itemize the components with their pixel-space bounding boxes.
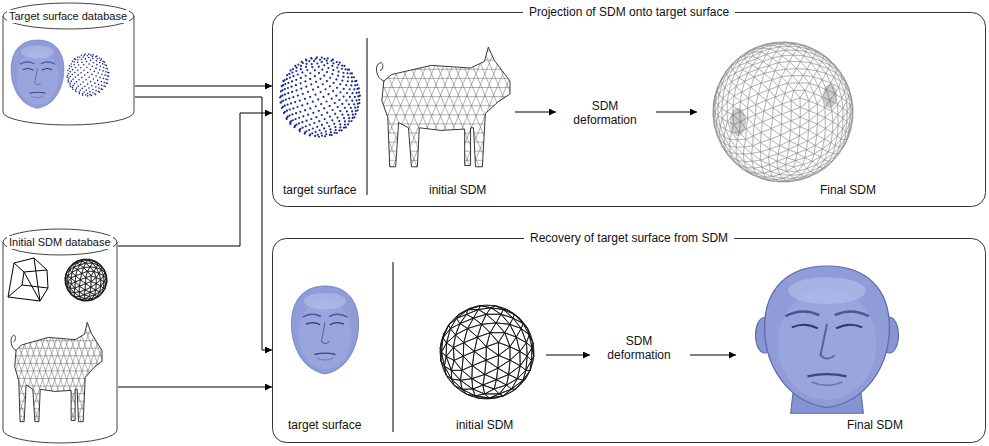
figure-caption: Final SDM <box>819 183 877 197</box>
mouth <box>29 92 46 93</box>
divider-line <box>393 262 394 432</box>
connector-arrow <box>135 86 272 87</box>
sphere-mesh-edges <box>440 306 534 398</box>
database-cylinder: Target surface database <box>2 2 135 126</box>
deformation-arrow <box>515 112 556 113</box>
panel-title: Projection of SDM onto target surface <box>523 5 735 19</box>
process-panel: Projection of SDM onto target surfacetar… <box>272 12 986 207</box>
nose <box>821 324 835 359</box>
final-sphere-mesh <box>713 42 853 182</box>
figure-caption: target surface <box>287 418 362 432</box>
deformation-arrow <box>546 355 590 356</box>
figure-caption: initial SDM <box>455 418 514 432</box>
database-title: Target surface database <box>7 10 129 23</box>
process-step-label: SDM deformation <box>562 99 648 127</box>
eyebrows <box>20 62 55 64</box>
point-cloud-sphere <box>66 53 109 96</box>
connector-arrow <box>118 387 272 388</box>
cylinder-outline <box>3 3 134 125</box>
box-edge <box>14 258 47 272</box>
panel-outline <box>273 239 986 443</box>
forehead-highlight <box>788 277 866 304</box>
deformation-arrow <box>690 355 736 356</box>
figure-caption: target surface <box>282 183 357 197</box>
database-cylinder: Initial SDM database <box>2 228 118 444</box>
face-scan <box>11 40 64 108</box>
nose <box>35 68 41 85</box>
mouth <box>808 374 847 376</box>
process-step-label: SDM deformation <box>596 334 682 362</box>
panel-outline <box>273 13 986 207</box>
mesh-density-patch <box>823 84 837 108</box>
figure-caption: initial SDM <box>428 183 487 197</box>
forehead-highlight <box>304 293 346 310</box>
pig-mesh <box>0 318 185 426</box>
process-panel: Recovery of target surface from SDMtarge… <box>272 238 986 443</box>
initial-sphere-mesh <box>65 259 107 301</box>
face-shading <box>778 288 877 400</box>
deformation-arrow <box>656 112 697 113</box>
face-shading <box>17 51 59 105</box>
database-title: Initial SDM database <box>7 236 113 249</box>
face-scan <box>291 286 358 374</box>
lip <box>317 358 334 360</box>
face-outline <box>765 266 890 408</box>
mouth <box>315 353 336 354</box>
eyebrows <box>303 314 348 317</box>
cylinder-outline <box>3 229 117 443</box>
sphere-outline <box>440 305 534 399</box>
panel-title: Recovery of target surface from SDM <box>524 231 734 245</box>
sphere-mesh-edges <box>713 42 853 182</box>
sphere-mesh-edges <box>65 259 107 300</box>
pig-outline <box>382 47 510 167</box>
generated-figures <box>0 40 899 426</box>
face-outline <box>291 286 358 374</box>
box-wireframe <box>8 258 48 301</box>
face-shading <box>298 300 351 369</box>
initial-sphere-mesh <box>440 305 534 399</box>
sphere-outline <box>65 259 107 301</box>
face-scan <box>756 266 899 413</box>
figure-caption: Final SDM <box>846 418 904 432</box>
face-outline <box>11 40 64 108</box>
mesh-lines <box>0 318 185 426</box>
cylinder-shape <box>2 228 118 444</box>
forehead-highlight <box>21 45 54 58</box>
lip <box>31 96 44 98</box>
lip <box>811 382 842 385</box>
pig-mesh-lines <box>0 318 185 426</box>
pig-outline <box>15 322 102 421</box>
point-cloud-sphere <box>279 56 361 138</box>
connector-arrow <box>135 97 272 350</box>
pig-tail <box>11 335 16 350</box>
sphere-outline <box>713 42 853 182</box>
eyebrows <box>785 311 868 316</box>
box-edge <box>8 285 48 301</box>
box-edge <box>8 258 48 301</box>
connector-arrow <box>118 113 272 246</box>
divider-line <box>367 38 368 195</box>
pig-tail <box>376 63 383 81</box>
nose <box>322 322 330 343</box>
mesh-density-patch <box>730 108 746 136</box>
